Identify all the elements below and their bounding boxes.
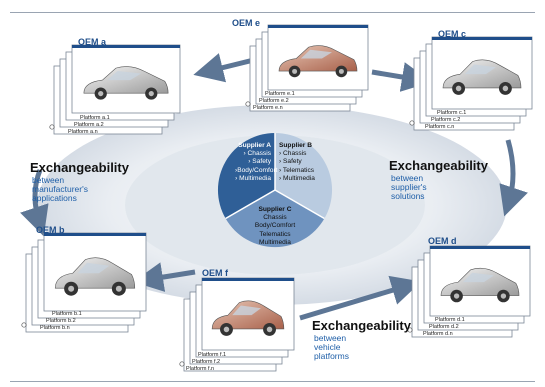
platform-label: Platform d.n xyxy=(423,331,453,337)
car-image xyxy=(83,66,169,100)
arrow-e-to-c xyxy=(371,62,432,92)
exchange-right-title: Exchangeability xyxy=(389,158,488,173)
supplier-item: Chassis xyxy=(263,214,287,222)
platform-label: Platform b.n xyxy=(40,325,70,331)
sub-line: between xyxy=(391,173,424,183)
oem-e-card xyxy=(245,24,369,112)
platform-label: Platform f.1 xyxy=(198,352,227,358)
supplier-item: › Safety xyxy=(248,158,271,166)
exchange-bottom-title: Exchangeability xyxy=(312,318,411,333)
supplier-a-text: Supplier A › Chassis › Safety ›Body/Comf… xyxy=(235,142,278,183)
sub-line: applications xyxy=(32,193,77,203)
platform-label: Platform c.2 xyxy=(431,117,461,123)
sub-line: solutions xyxy=(391,191,425,201)
oem-a-title: OEM a xyxy=(78,37,107,47)
connector-icon xyxy=(179,361,185,367)
exchange-left-sub: between manufacturer's applications xyxy=(32,176,88,203)
flow-arrows xyxy=(20,53,528,321)
supplier-b-sector xyxy=(275,132,333,219)
sub-line: platforms xyxy=(314,351,349,361)
connector-icon xyxy=(21,322,27,328)
platform-label: Platform d.1 xyxy=(435,317,465,323)
supplier-item: › Safety xyxy=(279,158,302,166)
connector-icon xyxy=(409,120,415,126)
connector-icon xyxy=(245,101,251,107)
oem-d-title: OEM d xyxy=(428,236,457,246)
supplier-item: › Multimedia xyxy=(279,174,315,182)
supplier-b-name: Supplier B xyxy=(279,142,312,149)
oem-c-card xyxy=(409,36,533,131)
car-image xyxy=(278,45,358,78)
supplier-item: › Telematics xyxy=(279,166,315,174)
platform-label: Platform c.1 xyxy=(437,110,467,116)
sub-line: manufacturer's xyxy=(32,184,88,194)
car-image xyxy=(211,300,285,336)
platform-label: Platform a.1 xyxy=(80,115,110,121)
supplier-c-text: Supplier C Chassis Body/Comfort Telemati… xyxy=(250,206,300,247)
platform-label: Platform a.2 xyxy=(74,122,104,128)
oem-a-card xyxy=(49,44,181,135)
platform-label: Platform f.2 xyxy=(192,359,221,365)
arrow-f-to-d xyxy=(299,275,422,321)
platform-label: Platform e.1 xyxy=(265,91,295,97)
car-image xyxy=(440,267,520,303)
sub-line: between xyxy=(314,333,347,343)
car-image xyxy=(442,59,522,95)
sub-line: vehicle xyxy=(314,342,341,352)
top-rule xyxy=(10,12,535,13)
platform-label: Platform b.2 xyxy=(46,318,76,324)
supplier-c-name: Supplier C xyxy=(258,206,292,213)
car-image xyxy=(54,257,136,296)
supplier-item: Multimedia xyxy=(259,238,291,246)
oem-c-title: OEM c xyxy=(438,29,467,39)
exchange-left-title: Exchangeability xyxy=(30,160,129,175)
supplier-item: › Chassis xyxy=(243,150,271,158)
oem-f-title: OEM f xyxy=(202,268,228,278)
arrow-c-to-d xyxy=(499,139,528,217)
oem-b-title: OEM b xyxy=(36,225,65,235)
sub-line: supplier's xyxy=(391,182,427,192)
platform-label: Platform c.n xyxy=(425,124,455,130)
supplier-item: Body/Comfort xyxy=(254,222,296,230)
oem-b-card xyxy=(21,232,147,333)
oem-e-title: OEM e xyxy=(232,18,261,28)
connector-icon xyxy=(49,124,55,130)
platform-label: Platform b.1 xyxy=(52,311,82,317)
supplier-item: Telematics xyxy=(259,230,291,238)
platform-label: Platform f.n xyxy=(186,366,215,372)
platform-label: Platform e.n xyxy=(253,105,283,111)
supplier-a-sector xyxy=(217,132,275,219)
exchange-bottom-sub: between vehicle platforms xyxy=(314,334,349,361)
supplier-item: ›Body/Comfort xyxy=(235,166,278,174)
arrow-a-to-b xyxy=(20,169,49,237)
supplier-pie xyxy=(217,132,333,248)
platform-label: Platform d.2 xyxy=(429,324,459,330)
bottom-rule xyxy=(10,381,535,382)
supplier-b-text: Supplier B › Chassis › Safety › Telemati… xyxy=(279,142,315,183)
exchange-right-sub: between supplier's solutions xyxy=(391,174,427,201)
platform-label: Platform a.n xyxy=(68,129,98,135)
oem-d-card xyxy=(407,245,531,338)
platform-label: Platform e.2 xyxy=(259,98,289,104)
supplier-item: › Multimedia xyxy=(235,174,271,182)
oem-f-card xyxy=(179,277,295,372)
supplier-item: › Chassis xyxy=(279,150,307,158)
sub-line: between xyxy=(32,175,65,185)
connector-icon xyxy=(407,327,413,333)
arrow-f-to-b xyxy=(133,262,196,292)
supplier-a-name: Supplier A xyxy=(238,142,271,149)
